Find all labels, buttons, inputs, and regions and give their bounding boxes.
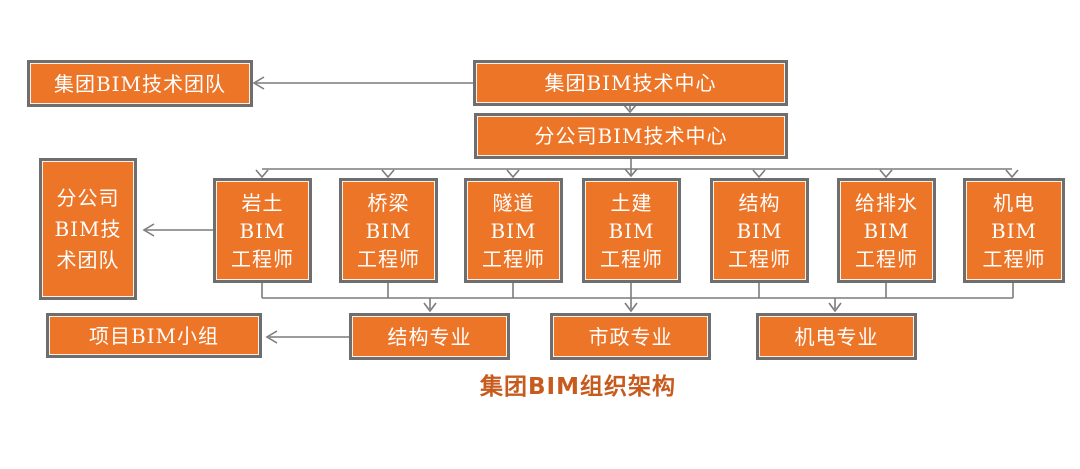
node-group-bim-center: 集团BIM技术中心 [473,60,788,106]
node-engineer-structure: 结构 BIM 工程师 [710,178,809,283]
node-engineer-geotechnical: 岩土 BIM 工程师 [213,178,312,283]
diagram-caption: 集团BIM组织架构 [480,374,676,400]
node-engineer-mep: 机电 BIM 工程师 [963,178,1065,283]
node-engineer-bridge: 桥梁 BIM 工程师 [339,178,438,283]
node-engineer-tunnel: 隧道 BIM 工程师 [464,178,563,283]
node-engineer-plumbing: 给排水 BIM 工程师 [837,178,936,283]
node-discipline-municipal: 市政专业 [550,313,711,360]
node-project-bim-group: 项目BIM小组 [46,313,262,358]
node-engineer-civil: 土建 BIM 工程师 [582,178,681,283]
node-discipline-mep: 机电专业 [756,313,917,360]
node-discipline-structure: 结构专业 [349,313,510,360]
node-branch-bim-team: 分公司 BIM技 术团队 [39,158,137,300]
node-group-bim-team: 集团BIM技术团队 [27,60,253,107]
node-branch-bim-center: 分公司BIM技术中心 [474,113,788,159]
